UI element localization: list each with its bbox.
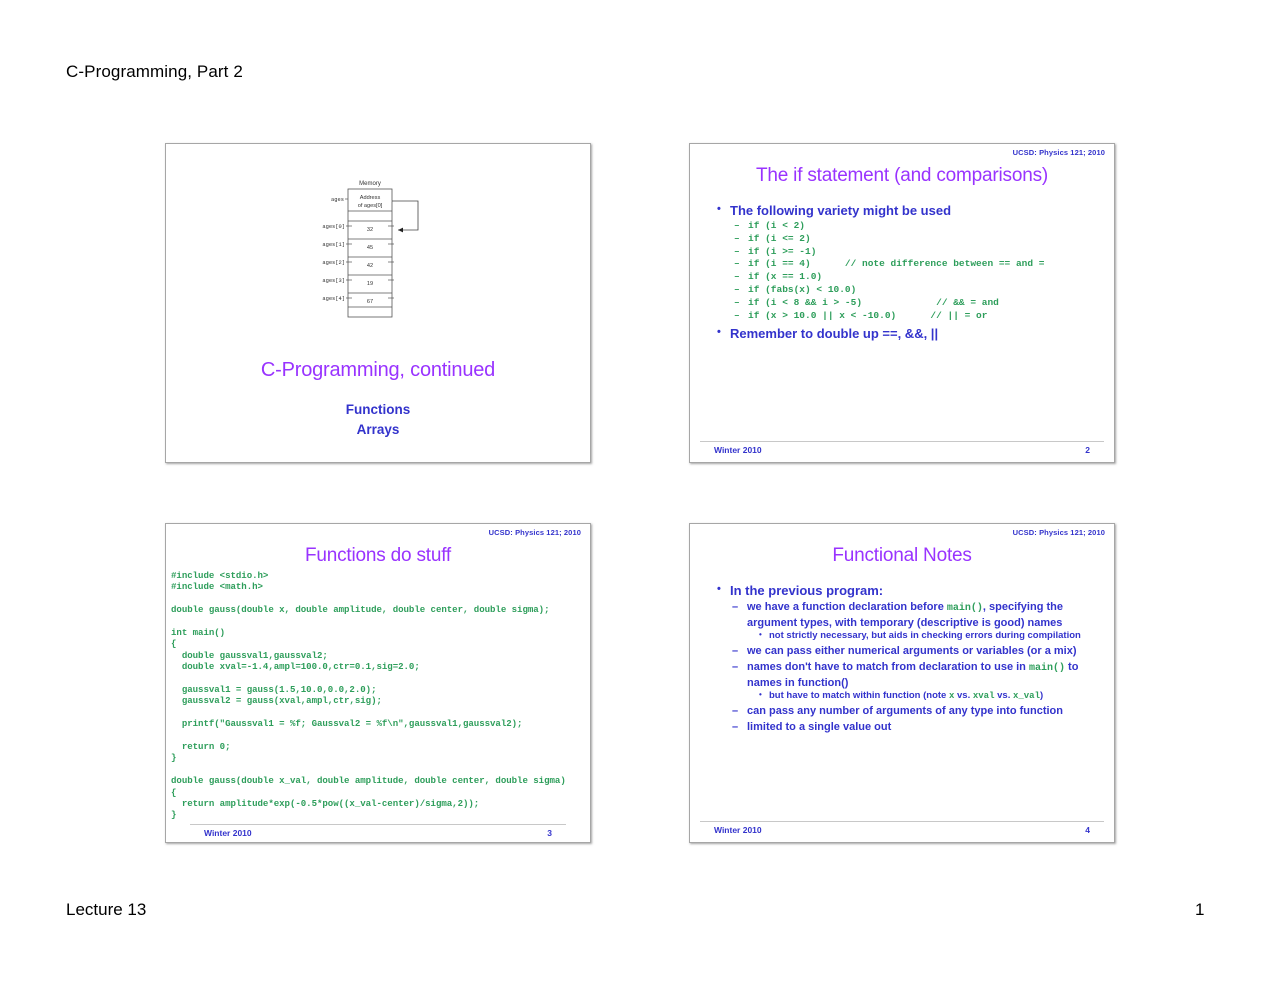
- slide2-title: The if statement (and comparisons): [755, 165, 1049, 186]
- slide3-code-line: gaussval1 = gauss(1.5,10.0,0.0,2.0);: [171, 684, 377, 696]
- slide4-footer: Winter 2010 4: [700, 821, 1104, 835]
- slide-header-course: UCSD: Physics 121; 2010: [488, 528, 581, 537]
- slide4-var-x-val: x_val: [1012, 691, 1040, 701]
- slide4-bullet-1: In the previous program:: [716, 581, 1098, 599]
- slide4-subsub-match: but have to match within function (note …: [758, 689, 1098, 702]
- slide3-code-line: #include <stdio.h>: [171, 570, 269, 581]
- slide3-code-line: printf("Gaussval1 = %f; Gaussval2 = %f\n…: [171, 718, 523, 730]
- slide3-code-line: return 0;: [171, 741, 231, 753]
- slide1-subtitle-arrays: Arrays: [356, 422, 400, 437]
- slide2-footer-date: Winter 2010: [714, 445, 762, 455]
- slide4-footer-date: Winter 2010: [714, 825, 762, 835]
- slide3-code-block: #include <stdio.h>#include <math.h> doubl…: [171, 570, 586, 821]
- slide3-code-line: double xval=-1.4,ampl=100.0,ctr=0.1,sig=…: [171, 661, 420, 673]
- slide4-sub-names: names don't have to match from declarati…: [732, 660, 1098, 690]
- memory-row-value: 19: [367, 281, 373, 287]
- slide3-code-line: #include <math.h>: [171, 581, 263, 593]
- lecture-label: Lecture 13: [66, 900, 147, 919]
- slide4-sub-declaration: we have a function declaration before ma…: [732, 600, 1098, 630]
- memory-array-diagram: Memory Address of ages[0] ages ages[0] 32…: [318, 177, 438, 325]
- slide3-code-line: [171, 593, 586, 604]
- slide3-code-line: [171, 707, 586, 718]
- slide2-bullet-1: The following variety might be used: [716, 201, 1098, 219]
- slide2-bullet-2: Remember to double up ==, &&, ||: [716, 324, 1098, 342]
- slide3-footer-date: Winter 2010: [204, 828, 252, 838]
- slide-header-course: UCSD: Physics 121; 2010: [1012, 528, 1105, 537]
- slide-thumbnail-1[interactable]: Memory Address of ages[0] ages ages[0] 32…: [165, 143, 591, 463]
- slide4-subsub-match-mid1: vs.: [954, 690, 973, 701]
- slide3-code-line: }: [171, 809, 177, 821]
- slide1-subtitle-functions: Functions: [345, 402, 411, 417]
- slide4-subsub-match-pre: but have to match within function (note: [769, 690, 949, 701]
- slide2-footer: Winter 2010 2: [700, 441, 1104, 455]
- page-title: C-Programming, Part 2: [66, 62, 243, 81]
- slide4-main-code-ref-2: main(): [1028, 663, 1065, 674]
- slide2-code-line: if (i < 2): [734, 220, 1098, 233]
- memory-row-value: 45: [367, 245, 373, 251]
- slide4-var-x: x: [948, 691, 955, 701]
- slide2-code-list: if (i < 2)if (i <= 2)if (i >= -1)if (i =…: [716, 220, 1098, 322]
- slide1-title: C-Programming, continued: [260, 359, 496, 381]
- memory-row-value: 42: [367, 263, 373, 269]
- slide2-code-line: if (x > 10.0 || x < -10.0) // || = or: [734, 310, 1098, 323]
- slide4-sub-declaration-pre: we have a function declaration before: [747, 601, 947, 613]
- slide2-code-line: if (i < 8 && i > -5) // && = and: [734, 297, 1098, 310]
- slide4-sub-names-post: to names in function(): [747, 661, 1079, 689]
- svg-text:of ages[0]: of ages[0]: [358, 203, 383, 209]
- slide4-title: Functional Notes: [832, 545, 972, 566]
- slide4-main-code-ref: main(): [946, 603, 983, 614]
- slide3-code-line: [171, 616, 586, 627]
- slide3-code-line: double gauss(double x_val, double amplit…: [171, 775, 566, 787]
- memory-row-label: ages[1]: [322, 242, 345, 248]
- slide3-code-line: [171, 673, 586, 684]
- slide3-code-line: gaussval2 = gauss(xval,ampl,ctr,sig);: [171, 695, 382, 707]
- slide3-footer-number: 3: [547, 828, 552, 838]
- slide4-subsub-match-mid2: vs.: [994, 690, 1013, 701]
- slide2-code-line: if (fabs(x) < 10.0): [734, 284, 1098, 297]
- slide4-sub-pass-args: we can pass either numerical arguments o…: [732, 644, 1098, 658]
- slide3-code-line: {: [171, 786, 177, 798]
- slide4-sub-single-value: limited to a single value out: [732, 720, 1098, 734]
- slide-thumbnail-2[interactable]: UCSD: Physics 121; 2010 The if statement…: [689, 143, 1115, 463]
- svg-text:Address: Address: [360, 195, 381, 201]
- slide4-sub-any-number: can pass any number of arguments of any …: [732, 704, 1098, 718]
- slide4-footer-number: 4: [1085, 825, 1090, 835]
- slide2-code-line: if (i >= -1): [734, 246, 1098, 259]
- memory-row-label: ages[0]: [322, 224, 345, 230]
- slide-thumbnail-3[interactable]: UCSD: Physics 121; 2010 Functions do stu…: [165, 523, 591, 843]
- slide2-code-line: if (x == 1.0): [734, 271, 1098, 284]
- slide3-code-line: [171, 730, 586, 741]
- page-number: 1: [1195, 900, 1205, 919]
- slide4-sub-names-pre: names don't have to match from declarati…: [747, 661, 1029, 673]
- slide3-footer: Winter 2010 3: [190, 824, 566, 838]
- slide3-code-line: int main(): [171, 627, 226, 638]
- slide4-sub-declaration-post: , specifying the argument types, with te…: [747, 601, 1063, 629]
- slide2-code-line: if (i == 4) // note difference between =…: [734, 258, 1098, 271]
- slide4-subsub-compilation: not strictly necessary, but aids in chec…: [758, 629, 1098, 642]
- slide2-code-line: if (i <= 2): [734, 233, 1098, 246]
- slide3-code-line: double gauss(double x, double amplitude,…: [171, 604, 550, 616]
- memory-row-label: ages[4]: [322, 296, 345, 302]
- slide2-footer-number: 2: [1085, 445, 1090, 455]
- slide3-code-line: double gaussval1,gaussval2;: [171, 649, 328, 661]
- slide3-code-line: }: [171, 752, 177, 764]
- slide3-code-line: [171, 764, 586, 775]
- slide3-code-line: {: [171, 638, 177, 650]
- slide4-var-xval: xval: [972, 691, 995, 701]
- memory-row-label: ages[3]: [322, 278, 345, 284]
- slide-header-course: UCSD: Physics 121; 2010: [1012, 148, 1105, 157]
- memory-row-value: 67: [367, 299, 373, 305]
- svg-text:Memory: Memory: [359, 181, 381, 187]
- memory-row-value: 32: [367, 227, 373, 233]
- slide3-code-line: return amplitude*exp(-0.5*pow((x_val-cen…: [171, 798, 480, 810]
- slide3-title: Functions do stuff: [304, 545, 452, 566]
- svg-text:ages: ages: [331, 197, 344, 203]
- memory-row-label: ages[2]: [322, 260, 345, 266]
- slide-thumbnail-4[interactable]: UCSD: Physics 121; 2010 Functional Notes…: [689, 523, 1115, 843]
- slide4-subsub-match-post: ): [1040, 690, 1044, 701]
